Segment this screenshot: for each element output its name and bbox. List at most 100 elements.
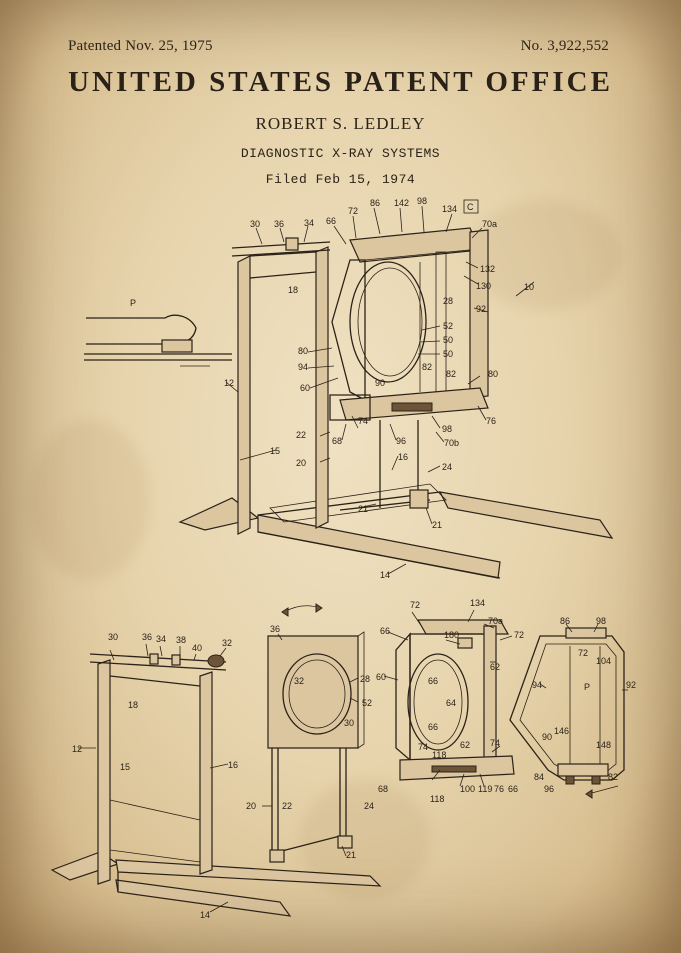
fig2-label: 12 bbox=[72, 744, 82, 754]
fig1-label: 94 bbox=[298, 362, 308, 372]
fig5-label: 94 bbox=[532, 680, 542, 690]
figure-3-labels: 36 28 32 52 30 20 22 24 21 bbox=[246, 624, 374, 860]
fig2-label: 15 bbox=[120, 762, 130, 772]
fig3-label: 52 bbox=[362, 698, 372, 708]
fig5-label: 86 bbox=[560, 616, 570, 626]
page-title: UNITED STATES PATENT OFFICE bbox=[68, 66, 613, 98]
fig5-label: 72 bbox=[578, 648, 588, 658]
fig1-label: 72 bbox=[348, 206, 358, 216]
fig1-label: 86 bbox=[370, 198, 380, 208]
figure-2-drawing bbox=[50, 643, 382, 917]
fig4-label: 119 bbox=[478, 784, 492, 794]
fig4-label: 68 bbox=[378, 784, 388, 794]
patent-number: No. 3,922,552 bbox=[520, 38, 609, 54]
fig2-label: 32 bbox=[222, 638, 232, 648]
fig4-label: 62 bbox=[490, 662, 500, 672]
figure-1-drawing bbox=[84, 205, 614, 579]
fig2-label: 18 bbox=[128, 700, 138, 710]
fig4-label: 66 bbox=[508, 784, 518, 794]
fig5-label: 82 bbox=[608, 772, 618, 782]
fig5-label: 96 bbox=[544, 784, 554, 794]
fig4-label: 66 bbox=[380, 626, 390, 636]
fig2-label: 30 bbox=[108, 632, 118, 642]
fig4-label: 74 bbox=[490, 738, 500, 748]
fig2-label: 14 bbox=[200, 910, 210, 920]
fig1-label: 134 bbox=[442, 204, 457, 214]
fig2-label: 40 bbox=[192, 643, 202, 653]
filed-date: Filed Feb 15, 1974 bbox=[265, 172, 416, 187]
figure-3-drawing bbox=[262, 603, 365, 863]
fig4-label: 134 bbox=[470, 598, 485, 608]
fig3-label: 24 bbox=[364, 801, 374, 811]
fig1-label: 16 bbox=[398, 452, 408, 462]
fig1-label: 52 bbox=[443, 321, 453, 331]
fig4-label: 64 bbox=[446, 698, 456, 708]
fig5-label: 104 bbox=[596, 656, 611, 666]
fig1-label: 66 bbox=[326, 216, 336, 226]
fig4-label: 72 bbox=[410, 600, 420, 610]
fig3-label: 21 bbox=[346, 850, 356, 860]
fig4-label: 60 bbox=[376, 672, 386, 682]
fig1-label: 30 bbox=[250, 219, 260, 229]
paper-stain bbox=[470, 200, 620, 310]
fig1-label: 21 bbox=[358, 504, 368, 514]
fig4-label: 74 bbox=[418, 742, 428, 752]
fig3-label: 22 bbox=[282, 801, 292, 811]
fig3-label: 20 bbox=[246, 801, 256, 811]
figure-2-labels: 30 36 34 38 40 32 18 12 15 16 14 bbox=[72, 632, 238, 920]
patented-date: Patented Nov. 25, 1975 bbox=[68, 38, 213, 54]
fig4-label: 180 bbox=[444, 630, 459, 640]
fig1-label: 76 bbox=[486, 416, 496, 426]
fig3-label: 36 bbox=[270, 624, 280, 634]
fig4-label: 66 bbox=[428, 676, 438, 686]
fig1-label: 98 bbox=[442, 424, 452, 434]
fig4-label: 100 bbox=[460, 784, 475, 794]
fig5-label: 84 bbox=[534, 772, 544, 782]
fig1-label: 36 bbox=[274, 219, 284, 229]
invention-title: DIAGNOSTIC X-RAY SYSTEMS bbox=[240, 146, 441, 161]
figure-5-labels: 86 98 72 104 92 94 P 146 148 90 84 82 96 bbox=[532, 616, 636, 794]
fig1-label: 132 bbox=[480, 264, 495, 274]
fig4-label: 66 bbox=[428, 722, 438, 732]
fig1-label: 142 bbox=[394, 198, 409, 208]
fig1-label-box: C bbox=[467, 202, 474, 212]
fig1-label: 98 bbox=[417, 196, 427, 206]
fig4-label: 118 bbox=[432, 750, 446, 760]
fig2-label: 16 bbox=[228, 760, 238, 770]
fig3-label: 30 bbox=[344, 718, 354, 728]
fig1-label: 82 bbox=[446, 369, 456, 379]
fig1-label: 60 bbox=[300, 383, 310, 393]
fig1-label: 18 bbox=[288, 285, 298, 295]
fig1-label: 92 bbox=[476, 304, 486, 314]
fig1-label: 130 bbox=[476, 281, 491, 291]
fig4-label: 118 bbox=[430, 794, 444, 804]
fig1-label: 10 bbox=[524, 282, 534, 292]
figure-4-labels: 72 134 66 70a 72 180 62 60 66 64 66 74 6… bbox=[376, 598, 524, 804]
fig5-label: 98 bbox=[596, 616, 606, 626]
inventor-name: ROBERT S. LEDLEY bbox=[255, 114, 426, 133]
fig1-label: 68 bbox=[332, 436, 342, 446]
figure-5-drawing bbox=[509, 623, 628, 799]
fig1-label: 12 bbox=[224, 378, 234, 388]
figure-1-labels: 30 36 34 66 72 86 142 98 134 C 70a 18 13… bbox=[130, 196, 534, 580]
fig4-label: 70a bbox=[488, 616, 503, 626]
fig1-label: 22 bbox=[296, 430, 306, 440]
fig5-label: 90 bbox=[542, 732, 552, 742]
fig5-label: P bbox=[584, 682, 590, 692]
fig1-label: 21 bbox=[432, 520, 442, 530]
fig3-label: 32 bbox=[294, 676, 304, 686]
fig5-label: 92 bbox=[626, 680, 636, 690]
fig1-label: 50 bbox=[443, 335, 453, 345]
figure-4-drawing bbox=[383, 609, 515, 787]
fig1-label: 20 bbox=[296, 458, 306, 468]
fig4-label: 72 bbox=[514, 630, 524, 640]
fig4-label: 76 bbox=[494, 784, 504, 794]
fig1-label: 50 bbox=[443, 349, 453, 359]
fig1-label: 70b bbox=[444, 438, 459, 448]
fig1-label: 74 bbox=[358, 416, 368, 426]
fig1-label: 70a bbox=[482, 219, 497, 229]
fig1-label: 80 bbox=[298, 346, 308, 356]
fig1-label: 80 bbox=[488, 369, 498, 379]
